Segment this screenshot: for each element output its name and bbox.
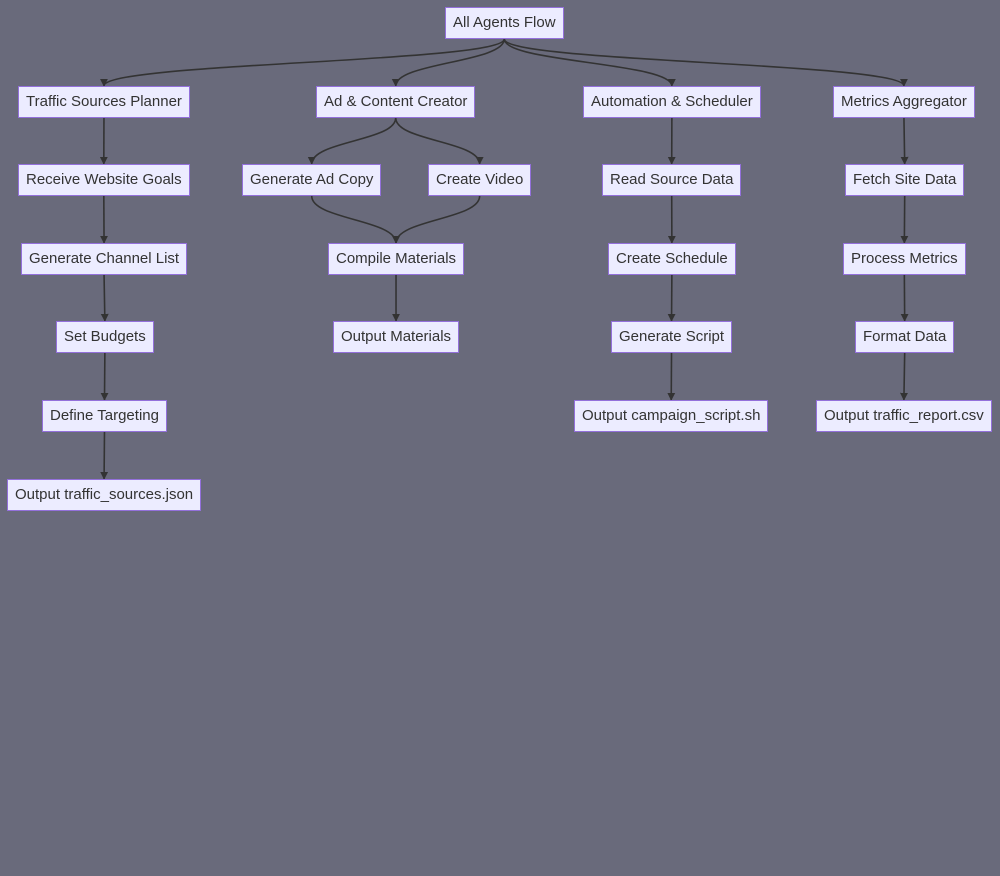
node-receive-website-goals: Receive Website Goals (18, 164, 190, 196)
node-generate-ad-copy: Generate Ad Copy (242, 164, 382, 196)
node-read-source-data: Read Source Data (602, 164, 742, 196)
node-define-targeting: Define Targeting (42, 400, 167, 432)
node-format-data: Format Data (855, 321, 955, 353)
node-output-traffic-report-csv: Output traffic_report.csv (816, 400, 992, 432)
edge-video-to-compile (392, 195, 481, 244)
node-all-agents-flow: All Agents Flow (445, 7, 564, 39)
edge-adcreator-to-adcopy (307, 117, 397, 165)
node-traffic-sources-planner: Traffic Sources Planner (18, 86, 190, 118)
node-create-video: Create Video (428, 164, 532, 196)
node-compile-materials: Compile Materials (328, 243, 465, 275)
node-output-traffic-sources-json: Output traffic_sources.json (7, 479, 202, 511)
node-fetch-site-data: Fetch Site Data (845, 164, 965, 196)
edge-adcreator-to-video (394, 117, 484, 165)
node-create-schedule: Create Schedule (608, 243, 736, 275)
edge-all-to-auto (503, 38, 676, 87)
node-output-materials: Output Materials (333, 321, 460, 353)
edge-metrics-to-fetch (900, 117, 909, 165)
node-process-metrics: Process Metrics (843, 243, 966, 275)
edge-format-to-outcsv (900, 352, 909, 401)
edge-channel-to-budgets (100, 274, 109, 322)
node-ad-content-creator: Ad & Content Creator (316, 86, 476, 118)
node-generate-channel-list: Generate Channel List (21, 243, 188, 275)
edge-all-to-traffic (100, 38, 506, 87)
node-generate-script: Generate Script (611, 321, 733, 353)
node-metrics-aggregator: Metrics Aggregator (833, 86, 975, 118)
edge-adcopy-to-compile (310, 195, 400, 244)
edge-all-to-metrics (503, 38, 908, 87)
node-output-campaign-script: Output campaign_script.sh (574, 400, 769, 432)
node-set-budgets: Set Budgets (56, 321, 154, 353)
edge-all-to-adcreator (391, 38, 506, 87)
node-automation-scheduler: Automation & Scheduler (583, 86, 761, 118)
